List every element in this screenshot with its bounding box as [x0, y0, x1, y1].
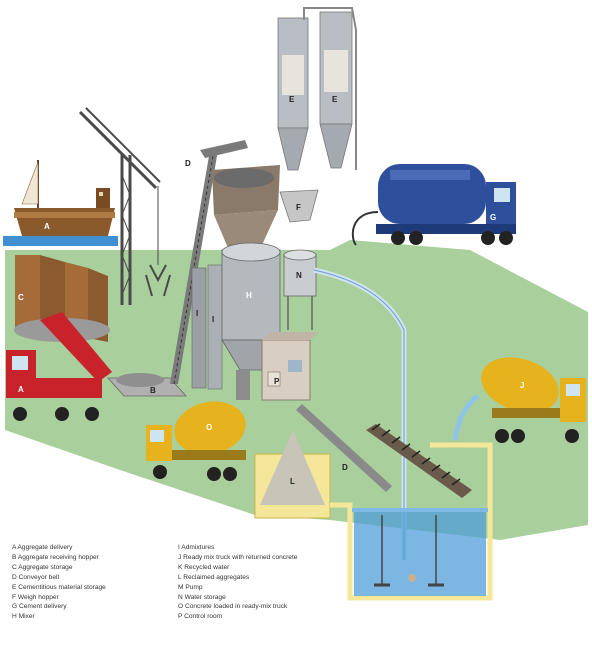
- cementitious-silos: E E: [277, 7, 357, 171]
- label-A-ship: A: [44, 222, 50, 231]
- crane: [78, 107, 171, 305]
- aggregate-bins: [212, 165, 280, 248]
- label-C: C: [18, 293, 24, 302]
- label-I-1: I: [196, 309, 198, 318]
- label-F: F: [296, 203, 301, 212]
- label-B: B: [150, 386, 156, 395]
- label-N: N: [296, 271, 302, 280]
- recycled-water-basin: [330, 442, 493, 601]
- water-storage-tank: N: [283, 249, 317, 330]
- red-dump-truck: A: [6, 312, 112, 421]
- control-room: P: [261, 332, 318, 401]
- legend-item: E Cementitious material storage: [12, 583, 106, 591]
- legend-item: B Aggregate receiving hopper: [12, 553, 99, 561]
- label-E-left: E: [289, 95, 295, 104]
- legend-item: N Water storage: [178, 593, 226, 601]
- label-D-top: D: [185, 159, 191, 168]
- mixer-truck-returning: J: [452, 357, 586, 443]
- legend-item: P Control room: [178, 613, 223, 621]
- sea: [3, 236, 118, 246]
- legend-item: L Reclaimed aggregates: [178, 573, 250, 581]
- legend-column-1: A Aggregate delivery B Aggregate receivi…: [12, 543, 106, 622]
- cement-tanker-truck: G: [351, 164, 516, 246]
- reclaimed-aggregates: L: [254, 430, 331, 519]
- label-J: J: [520, 381, 524, 390]
- legend-item: I Admixtures: [178, 544, 215, 551]
- label-O: O: [206, 423, 212, 432]
- label-G: G: [490, 213, 496, 222]
- screw-classifier: [366, 423, 472, 498]
- label-H: H: [246, 291, 252, 300]
- label-D-bottom: D: [342, 463, 348, 472]
- aggregate-receiving-hopper: B: [107, 373, 187, 397]
- label-A-truck: A: [18, 385, 24, 394]
- label-L: L: [290, 477, 295, 486]
- legend-item: A Aggregate delivery: [12, 544, 73, 551]
- legend-item: K Recycled water: [178, 563, 230, 571]
- legend-item: H Mixer: [12, 613, 35, 621]
- legend-item: F Weigh hopper: [12, 593, 59, 601]
- legend-column-2: I Admixtures J Ready mix truck with retu…: [178, 543, 297, 622]
- legend-item: M Pump: [178, 583, 203, 591]
- ship: A: [14, 160, 115, 236]
- mixer-truck-loading: O: [146, 401, 246, 481]
- legend-item: G Cement delivery: [12, 603, 67, 611]
- conveyor-belt-main: D: [170, 140, 248, 385]
- label-E-right: E: [332, 95, 338, 104]
- reclaimer-conveyor: D: [296, 404, 392, 492]
- legend-item: C Aggregate storage: [12, 563, 73, 571]
- legend-item: O Concrete loaded in ready-mix truck: [178, 603, 288, 611]
- legend-item: J Ready mix truck with returned concrete: [178, 553, 298, 561]
- weigh-hopper: F: [279, 189, 319, 223]
- label-P: P: [274, 377, 280, 386]
- legend-item: D Conveyor belt: [12, 573, 60, 581]
- label-I-2: I: [212, 315, 214, 324]
- admixture-tanks: I I: [191, 264, 223, 390]
